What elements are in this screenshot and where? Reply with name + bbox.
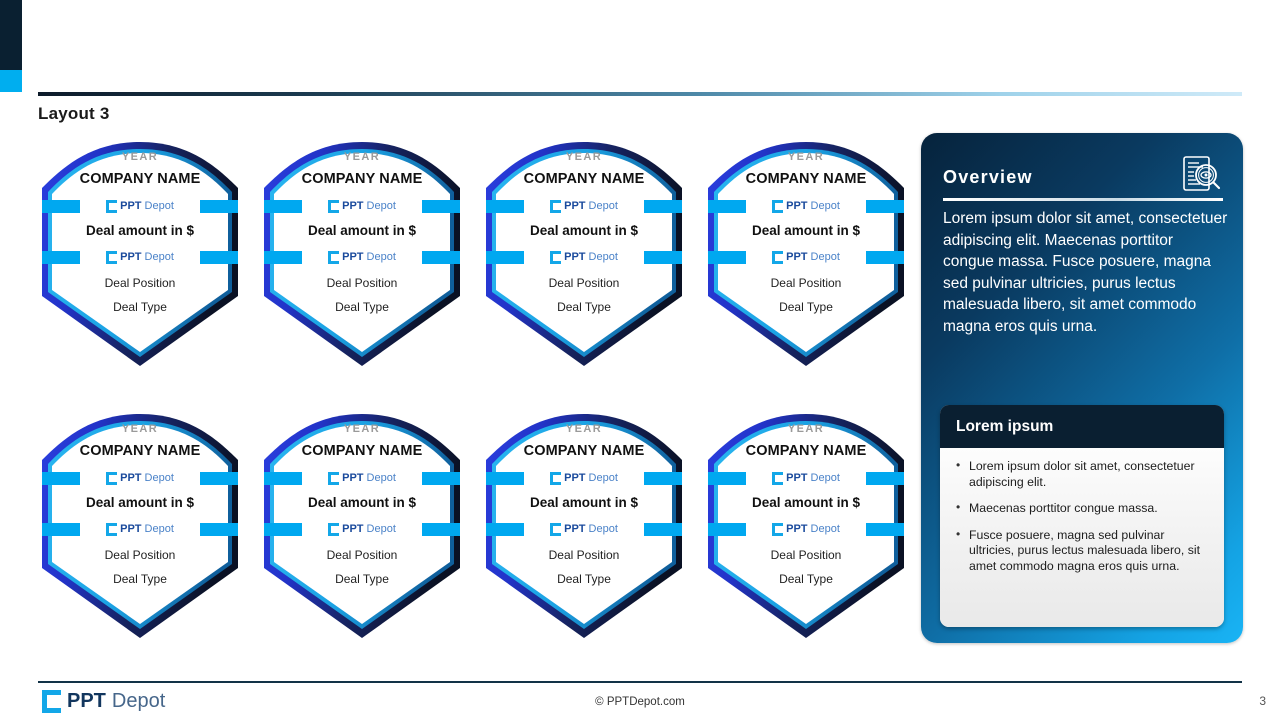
decor-bar-cyan: [0, 70, 22, 92]
badge-hexagon: [704, 140, 908, 368]
badge-hexagon: [704, 412, 908, 640]
document-search-icon: [1181, 155, 1223, 195]
footer-logo-bold: PPT: [67, 690, 106, 712]
sub-card-header: Lorem ipsum: [940, 405, 1224, 448]
footer-divider: [38, 681, 1242, 683]
page-title: Layout 3: [38, 104, 110, 123]
decor-bar-navy: [0, 0, 22, 70]
badge-hexagon: [482, 412, 686, 640]
sub-card-heading: Lorem ipsum: [956, 417, 1054, 435]
sub-card-bullet: Fusce posuere, magna sed pulvinar ultric…: [954, 527, 1210, 575]
sub-card-bullet: Lorem ipsum dolor sit amet, consectetuer…: [954, 458, 1210, 490]
footer-logo-light: Depot: [111, 690, 166, 712]
overview-title: Overview: [943, 167, 1033, 187]
footer-logo: PPT Depot: [42, 690, 165, 713]
overview-panel: Overview Lorem ipsum dolor sit amet, con…: [921, 133, 1243, 643]
badge-hexagon: [482, 140, 686, 368]
badge-hexagon: [38, 412, 242, 640]
overview-body: Lorem ipsum dolor sit amet, consectetuer…: [943, 210, 1228, 335]
badge-hexagon: [260, 412, 464, 640]
footer-copyright: © PPTDepot.com: [595, 696, 685, 708]
sub-card-bullet: Maecenas porttitor congue massa.: [954, 500, 1210, 517]
sub-card: Lorem ipsum Lorem ipsum dolor sit amet, …: [940, 405, 1224, 627]
badge-hexagon: [38, 140, 242, 368]
sub-card-body: Lorem ipsum dolor sit amet, consectetuer…: [940, 448, 1224, 627]
footer-page-number: 3: [1259, 694, 1266, 708]
overview-underline: [943, 198, 1223, 201]
header-divider: [38, 92, 1242, 96]
badge-hexagon: [260, 140, 464, 368]
pptdepot-mark-icon: [42, 690, 61, 713]
